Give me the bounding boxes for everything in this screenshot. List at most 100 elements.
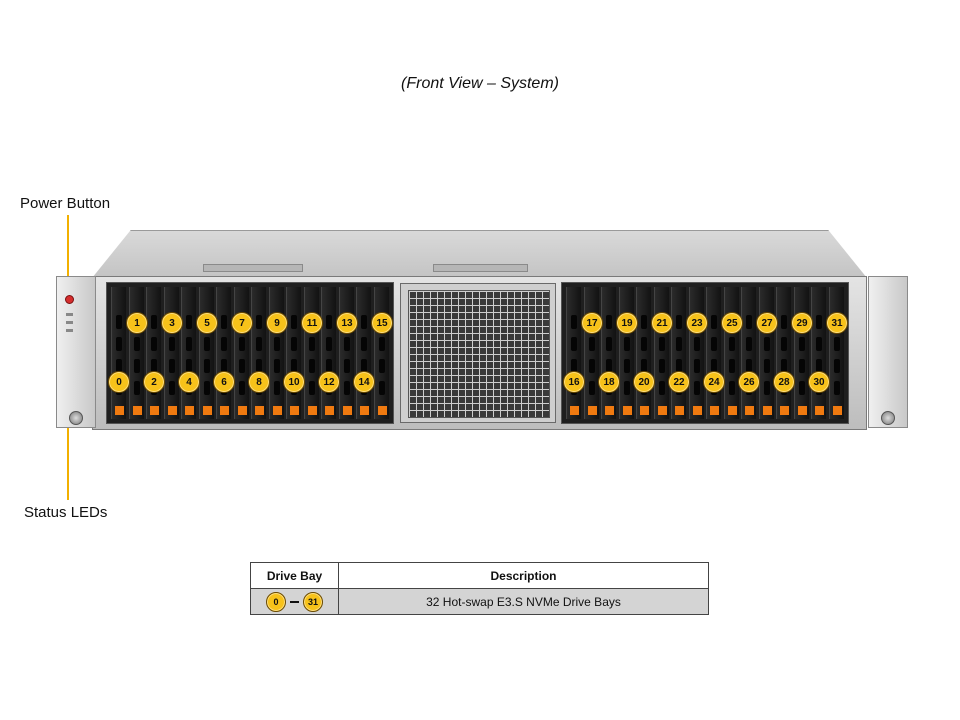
drive-latch[interactable] [587, 406, 597, 415]
bay-number-badge: 5 [196, 312, 218, 334]
bay-number-badge: 0 [108, 371, 130, 393]
drive-bay-carrier[interactable] [356, 287, 371, 419]
bay-number-badge: 13 [336, 312, 358, 334]
bay-number-badge: 7 [231, 312, 253, 334]
status-led [66, 329, 73, 332]
drive-bay-carrier[interactable] [811, 287, 826, 419]
drive-latch[interactable] [710, 406, 719, 415]
drive-latch[interactable] [290, 406, 299, 415]
bay-number-badge: 8 [248, 371, 270, 393]
drive-latch[interactable] [745, 406, 754, 415]
drive-bay-carrier[interactable] [286, 287, 301, 419]
drive-bay-carrier[interactable] [776, 287, 791, 419]
bay-number-badge: 22 [668, 371, 690, 393]
bay-number-badge: 17 [581, 312, 603, 334]
drive-bay-carrier[interactable] [758, 287, 774, 419]
drive-latch[interactable] [780, 406, 789, 415]
drive-bay-carrier[interactable] [128, 287, 144, 419]
drive-bay-carrier[interactable] [146, 287, 161, 419]
drive-latch[interactable] [237, 406, 247, 415]
drive-latch[interactable] [762, 406, 772, 415]
legend-bay-range: 0 31 [250, 588, 339, 615]
drive-bay-carrier[interactable] [566, 287, 581, 419]
drive-bay-carrier[interactable] [163, 287, 179, 419]
left-drive-bay-group [106, 282, 394, 424]
bay-number-badge: 26 [738, 371, 760, 393]
drive-bay-carrier[interactable] [321, 287, 336, 419]
drive-bay-carrier[interactable] [618, 287, 634, 419]
drive-latch[interactable] [657, 406, 667, 415]
drive-latch[interactable] [202, 406, 212, 415]
bay-badge-from: 0 [266, 591, 286, 612]
drive-bay-carrier[interactable] [653, 287, 669, 419]
drive-latch[interactable] [727, 406, 737, 415]
drive-bay-carrier[interactable] [583, 287, 599, 419]
drive-bay-carrier[interactable] [706, 287, 721, 419]
bay-number-badge: 16 [563, 371, 585, 393]
drive-latch[interactable] [342, 406, 352, 415]
drive-bay-carrier[interactable] [111, 287, 126, 419]
drive-latch[interactable] [325, 406, 334, 415]
drive-latch[interactable] [605, 406, 614, 415]
drive-bay-carrier[interactable] [741, 287, 756, 419]
drive-latch[interactable] [167, 406, 177, 415]
drive-latch[interactable] [640, 406, 649, 415]
bay-number-badge: 27 [756, 312, 778, 334]
legend-description: 32 Hot-swap E3.S NVMe Drive Bays [338, 588, 709, 615]
status-led [66, 321, 73, 324]
bay-number-badge: 15 [371, 312, 393, 334]
drive-bay-carrier[interactable] [828, 287, 844, 419]
center-fan-grille [400, 283, 556, 423]
legend-header-drive-bay: Drive Bay [250, 562, 339, 589]
bay-number-badge: 25 [721, 312, 743, 334]
bay-number-badge: 3 [161, 312, 183, 334]
left-control-ear [56, 276, 96, 428]
drive-bay-carrier[interactable] [233, 287, 249, 419]
drive-latch[interactable] [150, 406, 159, 415]
legend-header-description: Description [338, 562, 709, 589]
drive-bay-carrier[interactable] [636, 287, 651, 419]
drive-bay-carrier[interactable] [268, 287, 284, 419]
drive-bay-carrier[interactable] [303, 287, 319, 419]
drive-latch[interactable] [377, 406, 387, 415]
thumb-screw-icon [69, 411, 83, 425]
bay-number-badge: 21 [651, 312, 673, 334]
right-rack-ear [868, 276, 908, 428]
drive-latch[interactable] [692, 406, 702, 415]
drive-bay-carrier[interactable] [688, 287, 704, 419]
drive-latch[interactable] [132, 406, 142, 415]
drive-bay-carrier[interactable] [601, 287, 616, 419]
drive-latch[interactable] [797, 406, 807, 415]
drive-bay-carrier[interactable] [216, 287, 231, 419]
bay-number-badge: 1 [126, 312, 148, 334]
drive-bay-carrier[interactable] [723, 287, 739, 419]
drive-bay-carrier[interactable] [251, 287, 266, 419]
drive-bay-carrier[interactable] [181, 287, 196, 419]
status-leds-label: Status LEDs [24, 504, 108, 521]
drive-latch[interactable] [622, 406, 632, 415]
drive-bay-carrier[interactable] [198, 287, 214, 419]
chassis-top-cover [92, 230, 867, 278]
status-led [66, 313, 73, 316]
drive-bay-carrier[interactable] [373, 287, 389, 419]
right-drive-bay-group [561, 282, 849, 424]
drive-bay-carrier[interactable] [671, 287, 686, 419]
power-button[interactable] [65, 295, 74, 304]
drive-latch[interactable] [815, 406, 824, 415]
drive-bay-carrier[interactable] [793, 287, 809, 419]
thumb-screw-icon [881, 411, 895, 425]
bay-number-badge: 24 [703, 371, 725, 393]
drive-latch[interactable] [220, 406, 229, 415]
drive-latch[interactable] [570, 406, 579, 415]
drive-latch[interactable] [675, 406, 684, 415]
drive-latch[interactable] [255, 406, 264, 415]
drive-bay-carrier[interactable] [338, 287, 354, 419]
power-button-label: Power Button [20, 195, 111, 212]
drive-latch[interactable] [360, 406, 369, 415]
drive-latch[interactable] [272, 406, 282, 415]
drive-latch[interactable] [185, 406, 194, 415]
drive-latch[interactable] [307, 406, 317, 415]
power-button-leader-line [67, 215, 69, 295]
drive-latch[interactable] [115, 406, 124, 415]
drive-latch[interactable] [832, 406, 842, 415]
